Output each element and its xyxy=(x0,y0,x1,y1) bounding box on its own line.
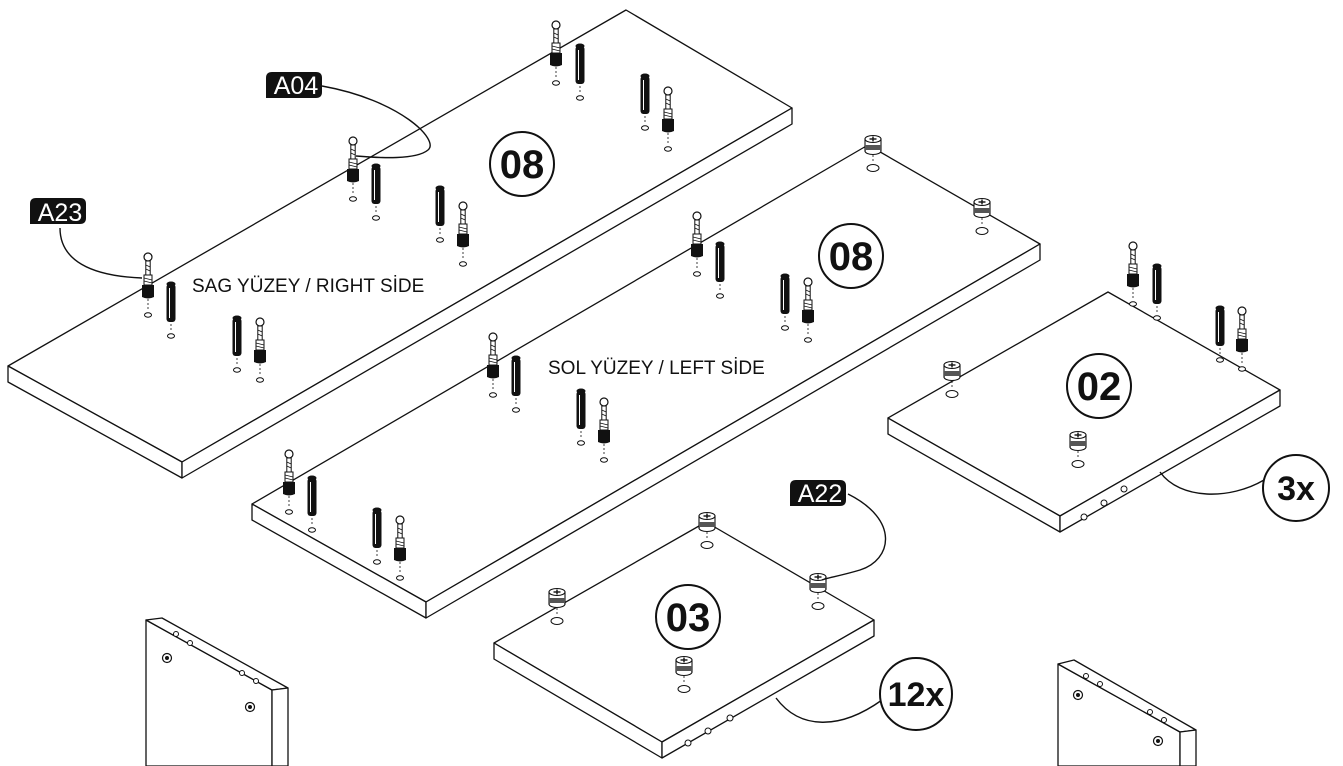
part-callout-left-panel: 08 xyxy=(818,223,884,289)
quantity-callout-shelf-02: 3x xyxy=(1159,454,1330,522)
cam-lock-icon xyxy=(675,655,693,694)
cam-lock-icon xyxy=(1069,430,1087,469)
part-callout-shelf-02: 02 xyxy=(1066,353,1132,419)
hardware-code: A04 xyxy=(274,72,319,100)
bottom-right-partial-panel xyxy=(1057,659,1197,766)
hardware-tag-a23: A23 xyxy=(30,198,143,279)
quantity-callout-shelf-03: 12x xyxy=(775,657,953,731)
dowel-icon xyxy=(1152,263,1162,321)
part-callout-right-panel: 08 xyxy=(489,131,555,197)
cam-lock-icon xyxy=(864,134,882,173)
hardware-tag-a04: A04 xyxy=(266,72,431,159)
cam-stud-icon xyxy=(1235,306,1249,372)
quantity-label: 12x xyxy=(888,676,945,714)
hardware-code: A22 xyxy=(798,480,842,508)
cam-lock-icon xyxy=(943,360,961,399)
cam-lock-icon xyxy=(548,587,566,626)
part-number: 03 xyxy=(666,596,711,640)
cam-lock-icon xyxy=(698,511,716,550)
hardware-tag-a22: A22 xyxy=(790,480,887,581)
part-callout-shelf-03: 03 xyxy=(655,584,721,650)
right-side-panel xyxy=(7,9,793,479)
part-number: 08 xyxy=(500,143,545,187)
cam-lock-icon xyxy=(973,197,991,236)
right-side-label: SAG YÜZEY / RIGHT SİDE xyxy=(192,276,424,297)
left-side-label: SOL YÜZEY / LEFT SİDE xyxy=(548,358,765,379)
bottom-left-partial-panel xyxy=(145,617,289,766)
hardware-code: A23 xyxy=(38,199,82,227)
part-number: 08 xyxy=(829,235,874,279)
quantity-label: 3x xyxy=(1277,470,1315,508)
cam-stud-icon xyxy=(1126,241,1140,307)
part-number: 02 xyxy=(1077,365,1122,409)
